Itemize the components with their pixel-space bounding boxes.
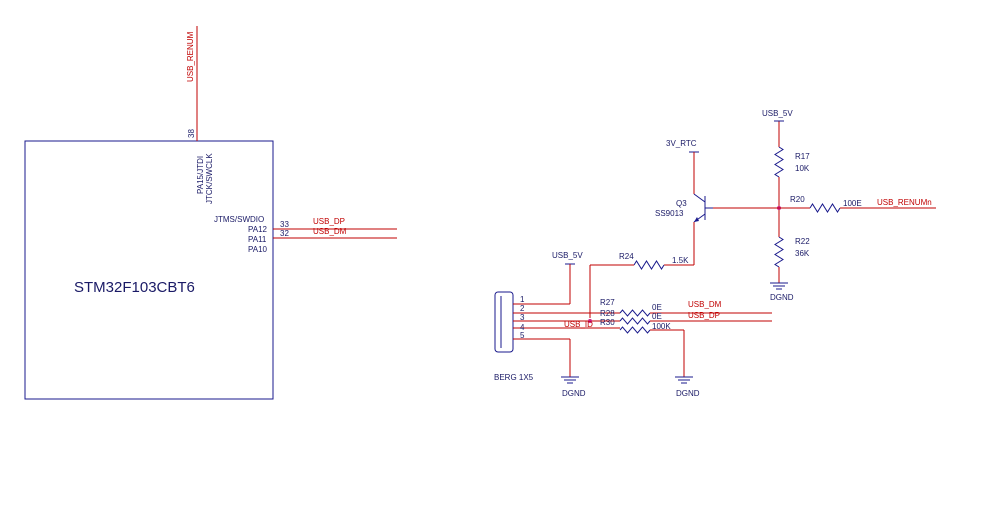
- r17-resistor: [774, 146, 784, 178]
- q3-ref: Q3: [676, 199, 687, 208]
- dgnd-label-connector: DGND: [562, 389, 586, 398]
- r30-value: 100K: [652, 322, 671, 331]
- ground-symbol-r30: [675, 376, 693, 384]
- conn-pin5-num: 5: [520, 331, 525, 340]
- q3-transistor: [693, 193, 713, 223]
- dgnd-label-r30: DGND: [676, 389, 700, 398]
- junction-r24-dp: [588, 319, 592, 323]
- conn-pin4-num: 4: [520, 323, 525, 332]
- r24-value: 1.5K: [672, 256, 689, 265]
- pin-pa11-label: PA11: [248, 235, 267, 244]
- r30-resistor: [619, 326, 651, 334]
- r17-ref: R17: [795, 152, 810, 161]
- r24-resistor: [633, 260, 665, 270]
- usb-renumn-label: USB_RENUMn: [877, 198, 932, 207]
- r27-resistor: [619, 309, 651, 317]
- r27-ref: R27: [600, 298, 615, 307]
- mcu-part-label: STM32F103CBT6: [74, 279, 195, 296]
- pin38-number: 38: [187, 129, 196, 138]
- pin-pa15-label: PA15/JTDI: [196, 156, 205, 194]
- pin-pa12-label: PA12: [248, 225, 268, 234]
- connector-name: BERG 1X5: [494, 373, 534, 382]
- r17-value: 10K: [795, 164, 810, 173]
- berg-connector-body: [494, 291, 514, 353]
- r22-resistor: [774, 236, 784, 268]
- usb-dp-label-right: USB_DP: [688, 311, 720, 320]
- conn-pin2-num: 2: [520, 304, 525, 313]
- r20-value: 100E: [843, 199, 862, 208]
- rtc3v-label: 3V_RTC: [666, 139, 697, 148]
- r28-ref: R28: [600, 309, 615, 318]
- dgnd-label-r22: DGND: [770, 293, 794, 302]
- q3-value: SS9013: [655, 209, 684, 218]
- r24-ref: R24: [619, 252, 634, 261]
- pin33-number: 33: [280, 220, 289, 229]
- r28-resistor: [619, 317, 651, 325]
- usb-dm-label-left: USB_DM: [313, 227, 347, 236]
- usb5v-conn-label: USB_5V: [552, 251, 583, 260]
- pin-swdio-label: JTMS/SWDIO: [214, 215, 264, 224]
- usb-dp-label-left: USB_DP: [313, 217, 345, 226]
- renum-top-label: USB_RENUM: [186, 31, 195, 82]
- r22-value: 36K: [795, 249, 810, 258]
- ground-symbol-connector: [561, 376, 579, 384]
- r30-ref: R30: [600, 318, 615, 327]
- r20-resistor: [809, 203, 841, 213]
- conn-pin1-num: 1: [520, 295, 525, 304]
- mcu-body: [24, 140, 274, 400]
- r28-value: 0E: [652, 312, 662, 321]
- ground-symbol-r22: [770, 282, 788, 290]
- r27-value: 0E: [652, 303, 662, 312]
- r22-ref: R22: [795, 237, 810, 246]
- r20-ref: R20: [790, 195, 805, 204]
- usb-id-label: USB_ID: [564, 320, 593, 329]
- conn-pin3-num: 3: [520, 313, 525, 322]
- pin32-number: 32: [280, 229, 289, 238]
- pin-pa10-label: PA10: [248, 245, 268, 254]
- usb5v-top-label: USB_5V: [762, 109, 793, 118]
- pin-jtck-label: JTCK/SWCLK: [205, 153, 214, 204]
- usb-dm-label-right: USB_DM: [688, 300, 722, 309]
